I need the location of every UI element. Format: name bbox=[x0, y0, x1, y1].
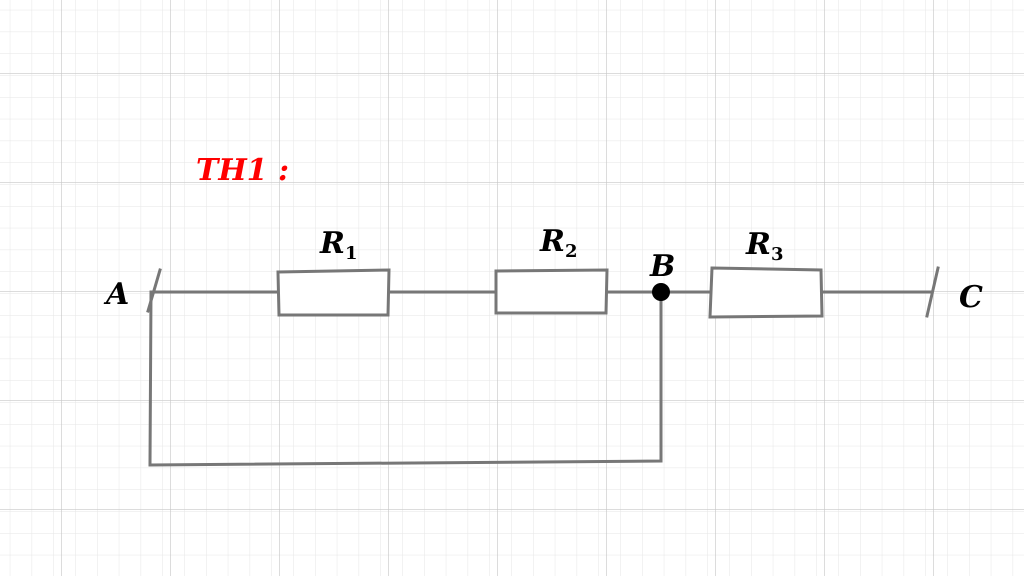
resistor-r2 bbox=[494, 268, 609, 315]
resistor-r3 bbox=[708, 266, 824, 319]
resistor-r1-label: R1 bbox=[319, 226, 357, 264]
resistor-r2-sub: 2 bbox=[565, 241, 578, 262]
resistor-r3-sub: 3 bbox=[771, 244, 784, 265]
resistor-r2-name: R bbox=[539, 224, 565, 259]
return-wire bbox=[148, 290, 663, 467]
diagram-title: TH1 : bbox=[196, 153, 289, 188]
terminal-c-slash bbox=[925, 266, 940, 318]
resistor-r1-name: R bbox=[319, 226, 345, 261]
node-b-dot bbox=[652, 283, 670, 301]
resistor-r3-name: R bbox=[745, 227, 771, 262]
point-b-label: B bbox=[649, 249, 675, 284]
point-a-label: A bbox=[103, 277, 129, 312]
resistor-r3-label: R3 bbox=[745, 227, 783, 265]
terminal-a-slash bbox=[146, 268, 162, 313]
resistor-r2-label: R2 bbox=[539, 224, 577, 262]
resistor-r1-sub: 1 bbox=[345, 243, 358, 264]
resistor-r1 bbox=[276, 268, 391, 317]
point-c-label: C bbox=[959, 280, 983, 315]
